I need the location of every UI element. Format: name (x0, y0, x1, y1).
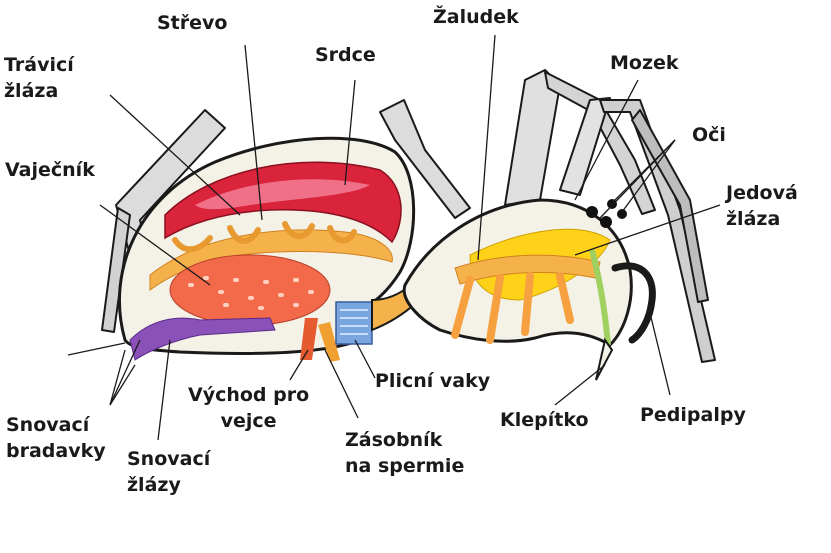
label-zaludek: Žaludek (433, 6, 519, 28)
pedipalp (611, 262, 656, 344)
eye-1 (586, 206, 598, 218)
sperm-reservoir (318, 322, 340, 362)
legs (101, 69, 716, 363)
leg-front-3 (544, 71, 656, 215)
leader-jedova (574, 204, 721, 256)
cephalothorax (402, 198, 656, 381)
ovary-dots (188, 276, 314, 310)
fang (595, 337, 614, 381)
leader-mozek (574, 79, 639, 201)
label-vajecnik: Vaječník (5, 159, 95, 181)
label-mozek: Mozek (610, 52, 679, 74)
abdomen (117, 136, 416, 362)
label-pedipalpy: Pedipalpy (640, 404, 746, 426)
gut-branches (172, 221, 357, 253)
leader-vajecnik (99, 204, 211, 286)
label-strevo: Střevo (157, 12, 228, 34)
venom-duct (589, 249, 611, 346)
leg-front-5-tip (631, 109, 709, 303)
leader-oci-b (621, 139, 676, 213)
leader-zasobnik (324, 349, 359, 419)
leader-lines (67, 34, 721, 441)
label-klepitko: Klepítko (500, 409, 589, 431)
leader-travici (109, 94, 241, 216)
leader-plicni (354, 339, 376, 379)
eye-4 (617, 209, 627, 219)
leader-klepitko (554, 364, 606, 406)
leader-srdce (344, 79, 356, 186)
label-plicni-vaky: Plicní vaky (375, 370, 491, 392)
leader-snovaci-brad-b (109, 349, 126, 406)
label-oci: Oči (692, 124, 726, 146)
leg-left-back-lower (101, 207, 131, 333)
label-srdce: Srdce (315, 44, 376, 66)
leader-pedipalpy (647, 304, 671, 396)
leader-strevo (244, 44, 263, 221)
egg-duct (300, 318, 318, 360)
leader-snovaci-brad-c (109, 339, 141, 406)
heart-inner (195, 179, 370, 210)
leg-front-1 (379, 99, 471, 219)
eye-2 (600, 216, 612, 228)
leg-front-4 (559, 97, 611, 196)
leader-snovaci-zl (157, 339, 171, 441)
ovary (169, 254, 331, 326)
stomach-arms (451, 272, 574, 344)
leader-zaludek (477, 34, 496, 261)
leader-oci-c (599, 139, 676, 219)
silk-glands (129, 317, 276, 361)
eye-3 (607, 199, 617, 209)
leader-spinneret-left (67, 342, 126, 356)
book-lungs (335, 301, 373, 345)
book-lung-lines (340, 309, 368, 335)
leader-vychod (289, 349, 309, 381)
leader-snovaci-brad-a (109, 364, 136, 406)
